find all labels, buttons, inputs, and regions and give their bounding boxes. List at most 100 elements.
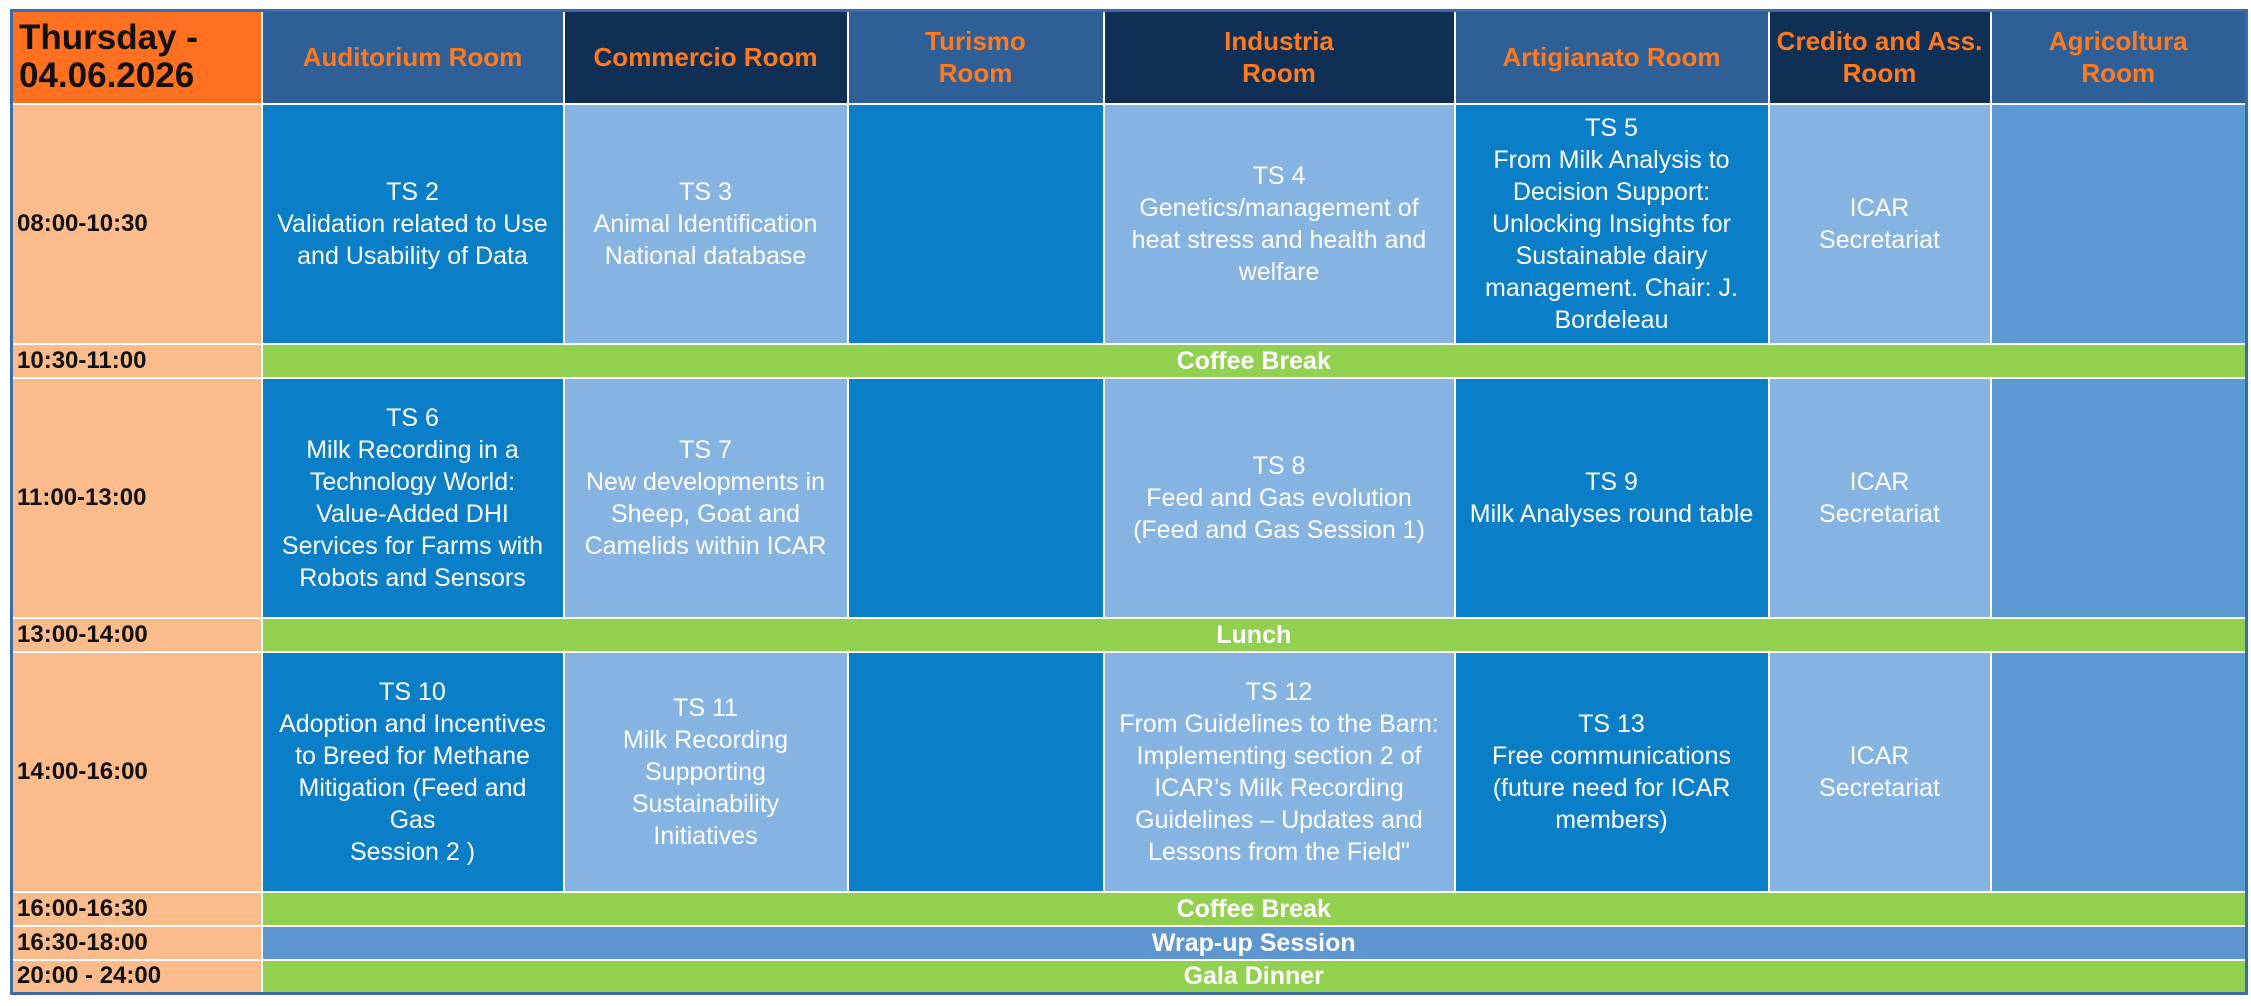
room-header-line: Industria	[1224, 26, 1334, 57]
session-title-line: (future need for ICAR	[1492, 773, 1731, 802]
session-title-line: to Breed for Methane	[295, 741, 530, 770]
session-title-line: Bordeleau	[1554, 305, 1669, 334]
day-label: Thursday -	[19, 18, 198, 58]
session-title-line: Sheep, Goat and	[610, 499, 801, 528]
session-code: TS 5	[1585, 113, 1638, 142]
dinner-banner: Gala Dinner	[260, 958, 2248, 995]
session-code: TS 3	[679, 177, 732, 206]
session-code: TS 6	[386, 403, 439, 432]
session-cell: ICAR Secretariat	[1767, 102, 1992, 345]
room-header-line: Credito and Ass.	[1776, 26, 1983, 57]
session-title-line: Initiatives	[653, 821, 758, 850]
room-header-line: Turismo	[925, 26, 1026, 57]
session-cell: TS 8 Feed and Gas evolution (Feed and Gas …	[1102, 376, 1456, 619]
session-title-line: Adoption and Incentives	[279, 709, 546, 738]
session-title-line: Lessons from the Field"	[1148, 837, 1410, 866]
room-header-agricoltura: Agricoltura Room	[1989, 9, 2248, 105]
session-title-line: Value-Added DHI	[316, 499, 509, 528]
room-header-line: Artigianato Room	[1502, 42, 1721, 73]
session-title-line: Feed and Gas evolution	[1146, 483, 1412, 512]
break-row-b4: 16:30-18:00 Wrap-up Session	[10, 924, 2248, 961]
session-title-line: (Feed and Gas Session 1)	[1133, 515, 1425, 544]
header-row: Thursday - 04.06.2026 Auditorium Room Co…	[10, 9, 2248, 105]
room-header-turismo: Turismo Room	[846, 9, 1105, 105]
session-title-line: Genetics/management of	[1139, 193, 1419, 222]
session-title-line: Milk Analyses round table	[1469, 499, 1754, 528]
session-title-line: Free communications	[1492, 741, 1731, 770]
session-code: TS 13	[1578, 709, 1645, 738]
break-row-b5: 20:00 - 24:00 Gala Dinner	[10, 958, 2248, 995]
session-title-line: Sustainable dairy	[1515, 241, 1708, 270]
room-header-line: Room	[2081, 58, 2156, 89]
session-title-line: heat stress and health and	[1131, 225, 1427, 254]
day-date-header: Thursday - 04.06.2026	[10, 9, 263, 105]
session-code: TS 11	[673, 693, 738, 722]
session-title-line: Unlocking Insights for	[1491, 209, 1731, 238]
time-label: 10:30-11:00	[10, 342, 263, 379]
session-title-line: ICAR’s Milk Recording	[1154, 773, 1404, 802]
session-title-line: New developments in	[585, 467, 825, 496]
session-cell: TS 4 Genetics/management of heat stress an…	[1102, 102, 1456, 345]
session-title-line: From Guidelines to the Barn:	[1119, 709, 1439, 738]
time-label: 11:00-13:00	[10, 376, 263, 619]
break-row-b3: 16:00-16:30 Coffee Break	[10, 890, 2248, 927]
session-cell: TS 5 From Milk Analysis to Decision Suppor…	[1453, 102, 1770, 345]
session-code: ICAR	[1849, 741, 1910, 770]
room-header-industria: Industria Room	[1102, 9, 1456, 105]
room-header-commercio: Commercio Room	[562, 9, 849, 105]
session-code: TS 9	[1585, 467, 1638, 496]
session-title-line: National database	[604, 241, 807, 270]
schedule-table: Thursday - 04.06.2026 Auditorium Room Co…	[10, 9, 2248, 995]
session-code: ICAR	[1849, 467, 1910, 496]
session-title-line: welfare	[1238, 257, 1320, 286]
room-header-auditorium: Auditorium Room	[260, 9, 565, 105]
session-title-line: Secretariat	[1819, 225, 1940, 254]
session-cell: TS 9 Milk Analyses round table	[1453, 376, 1770, 619]
session-title-line: Sustainability	[631, 789, 780, 818]
break-banner: Coffee Break	[260, 890, 2248, 927]
session-cell: TS 10 Adoption and Incentives to Breed for…	[260, 650, 565, 893]
room-header-line: Commercio Room	[593, 42, 818, 73]
session-code: TS 7	[679, 435, 732, 464]
room-header-line: Auditorium Room	[302, 42, 523, 73]
break-row-b1: 10:30-11:00 Coffee Break	[10, 342, 2248, 379]
wrapup-banner: Wrap-up Session	[260, 924, 2248, 961]
session-title-line: Technology World:	[309, 467, 516, 496]
session-cell: ICAR Secretariat	[1767, 376, 1992, 619]
session-cell: ICAR Secretariat	[1767, 650, 1992, 893]
time-label: 13:00-14:00	[10, 616, 263, 653]
break-row-b2: 13:00-14:00 Lunch	[10, 616, 2248, 653]
room-header-credito: Credito and Ass. Room	[1767, 9, 1992, 105]
session-title-line: Milk Recording in a	[306, 435, 519, 464]
session-code: TS 8	[1252, 451, 1306, 480]
room-header-artigianato: Artigianato Room	[1453, 9, 1770, 105]
room-header-line: Agricoltura	[2048, 26, 2188, 57]
session-title-line: Supporting	[645, 757, 766, 786]
session-cell: TS 13 Free communications (future need for…	[1453, 650, 1770, 893]
session-title-line: Camelids within ICAR	[584, 531, 827, 560]
session-title-line: members)	[1555, 805, 1668, 834]
session-title-line: From Milk Analysis to	[1493, 145, 1730, 174]
session-title-line: Secretariat	[1819, 773, 1940, 802]
session-code: TS 12	[1245, 677, 1313, 706]
session-code: ICAR	[1849, 193, 1910, 222]
empty-session-cell	[846, 650, 1105, 893]
session-code: TS 4	[1252, 161, 1306, 190]
time-label: 20:00 - 24:00	[10, 958, 263, 995]
session-title-line: Gas	[389, 805, 436, 834]
session-title-line: Robots and Sensors	[299, 563, 526, 592]
time-label: 16:30-18:00	[10, 924, 263, 961]
session-code: TS 10	[379, 677, 446, 706]
session-title-line: Milk Recording	[622, 725, 789, 754]
session-cell: TS 6 Milk Recording in a Technology World:…	[260, 376, 565, 619]
session-title-line: Validation related to Use	[277, 209, 548, 238]
session-title-line: Secretariat	[1819, 499, 1940, 528]
session-title-line: Session 2 )	[349, 837, 476, 866]
session-title-line: Decision Support:	[1512, 177, 1711, 206]
session-title-line: Services for Farms with	[281, 531, 544, 560]
